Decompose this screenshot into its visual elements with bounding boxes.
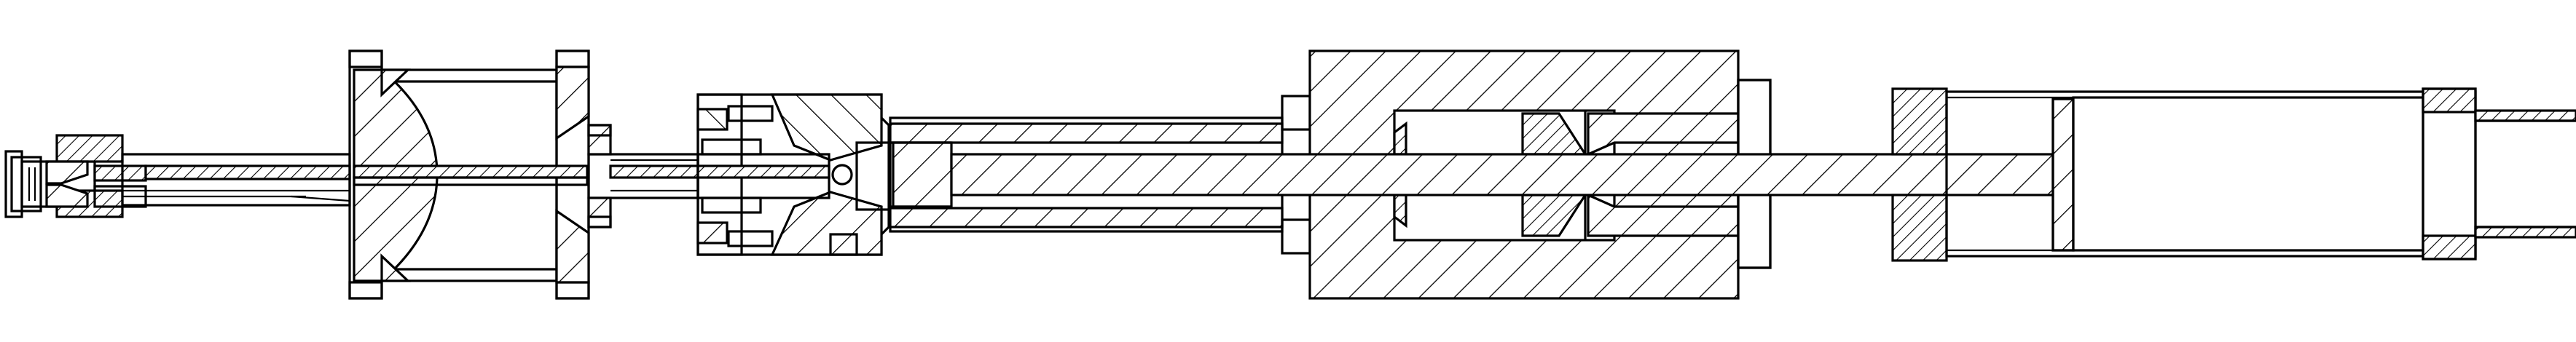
extension-tube — [889, 95, 1311, 255]
left-connector-fitting — [4, 134, 147, 218]
right-outlet-pipe — [2474, 109, 2576, 239]
flanged-spool-chamber — [348, 49, 590, 300]
chamber-coupling-link — [587, 124, 699, 228]
left-guide-tube — [121, 153, 351, 207]
coupling-block — [696, 93, 892, 256]
piston-cylinder — [1891, 87, 2477, 262]
